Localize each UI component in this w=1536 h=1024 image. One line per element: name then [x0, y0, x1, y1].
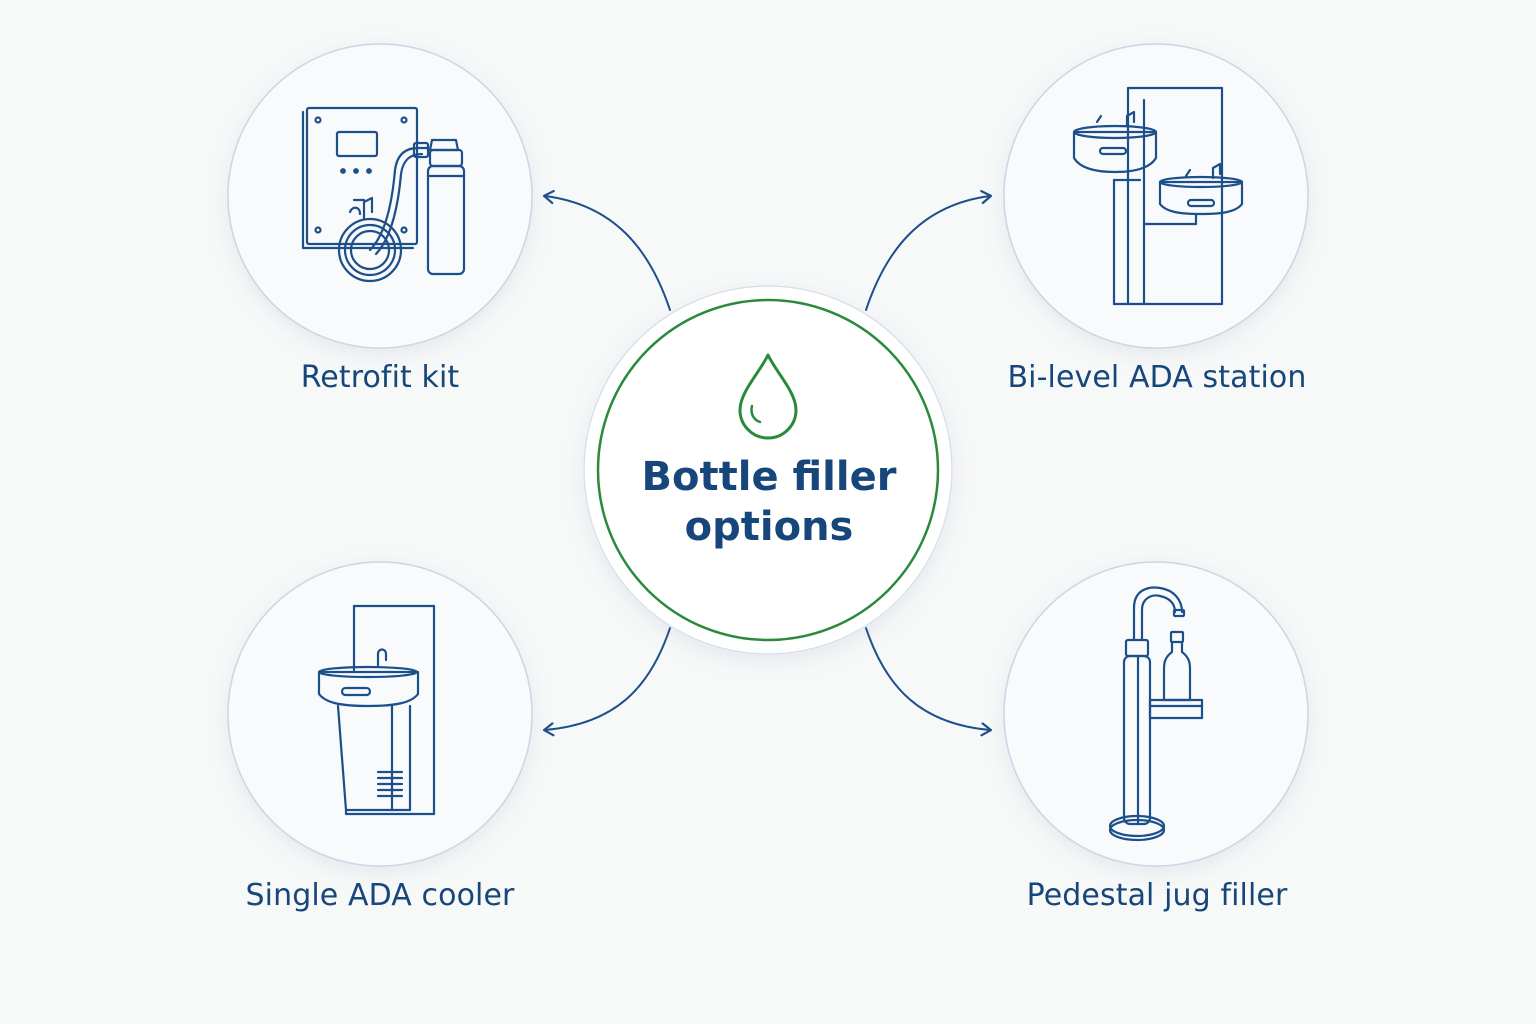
arrow-to-bilevel: [865, 196, 990, 311]
retrofit-circle: [227, 43, 533, 349]
arrow-to-single: [545, 627, 671, 730]
center-title-line2: options: [684, 504, 854, 550]
arrow-to-pedestal: [865, 627, 990, 730]
single-cooler-icon: [317, 604, 436, 816]
bilevel-circle: [1003, 43, 1309, 349]
option-label-pedestal: Pedestal jug filler: [1026, 878, 1288, 913]
option-label-retrofit: Retrofit kit: [300, 360, 460, 395]
pedestal-filler-icon: [1108, 586, 1204, 842]
bi-level-station-icon: [1072, 86, 1244, 306]
connector-arrows: [545, 196, 990, 730]
center-hub: [583, 285, 953, 655]
center-title: Bottle filler options: [600, 452, 938, 552]
arrow-to-retrofit: [545, 196, 671, 311]
option-label-single: Single ADA cooler: [245, 878, 515, 913]
option-label-bilevel: Bi-level ADA station: [1007, 360, 1307, 395]
single-circle: [227, 561, 533, 867]
retrofit-kit-icon: [301, 106, 466, 283]
pedestal-circle: [1003, 561, 1309, 867]
center-title-line1: Bottle filler: [641, 454, 897, 500]
water-drop-icon: [738, 353, 798, 440]
